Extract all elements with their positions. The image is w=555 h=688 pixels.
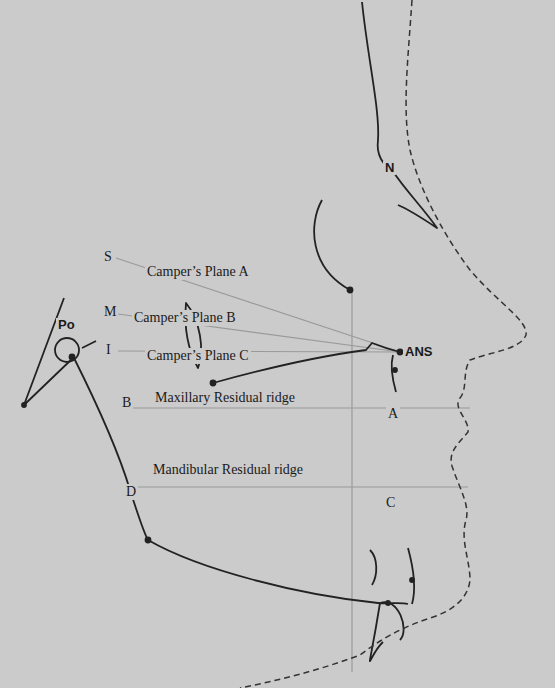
point-label: I [104, 342, 113, 357]
point-label: N [383, 161, 396, 175]
ear-tick [82, 341, 96, 348]
porion-circle [55, 338, 79, 362]
point-label: ANS [403, 345, 434, 359]
campers-plane-a [116, 258, 400, 352]
nasal-bone [392, 170, 437, 228]
ear-dot [22, 403, 26, 407]
reference-lines [116, 258, 470, 672]
pogonion-dot [410, 578, 414, 582]
point-label: A [386, 406, 400, 421]
menton-dot [386, 601, 390, 605]
point-label: M [102, 304, 118, 319]
point-label: C [384, 495, 397, 510]
bone-outline [22, 2, 437, 661]
mandibular-ridge-line [128, 486, 468, 487]
ans-dot [398, 350, 403, 355]
point-label: D [124, 484, 138, 499]
plane-label: Camper’s Plane C [145, 348, 251, 363]
a-point-dot [393, 368, 397, 372]
ear-outline [24, 298, 74, 405]
ridge-label: Mandibular Residual ridge [151, 462, 305, 477]
lower-incisor-hint [370, 550, 376, 585]
pns-dot [211, 381, 216, 386]
point-label: Po [56, 318, 77, 332]
point-label: B [120, 395, 133, 410]
chin-front [408, 548, 414, 604]
point-label: S [102, 249, 114, 264]
plane-label: Camper’s Plane B [132, 310, 238, 325]
gonion-dot [146, 538, 151, 543]
maxillary-ridge-line [132, 407, 470, 408]
mandible [74, 358, 378, 603]
ridge-label: Maxillary Residual ridge [153, 390, 297, 405]
vertical-reference [351, 288, 352, 672]
porion-dot [70, 355, 75, 360]
orbitale-dot [348, 288, 353, 293]
plane-label: Camper’s Plane A [145, 264, 251, 279]
frontal-bone [362, 2, 392, 170]
a-point-curve [392, 355, 396, 392]
soft-tissue-profile [240, 0, 526, 688]
orbit [314, 200, 350, 290]
